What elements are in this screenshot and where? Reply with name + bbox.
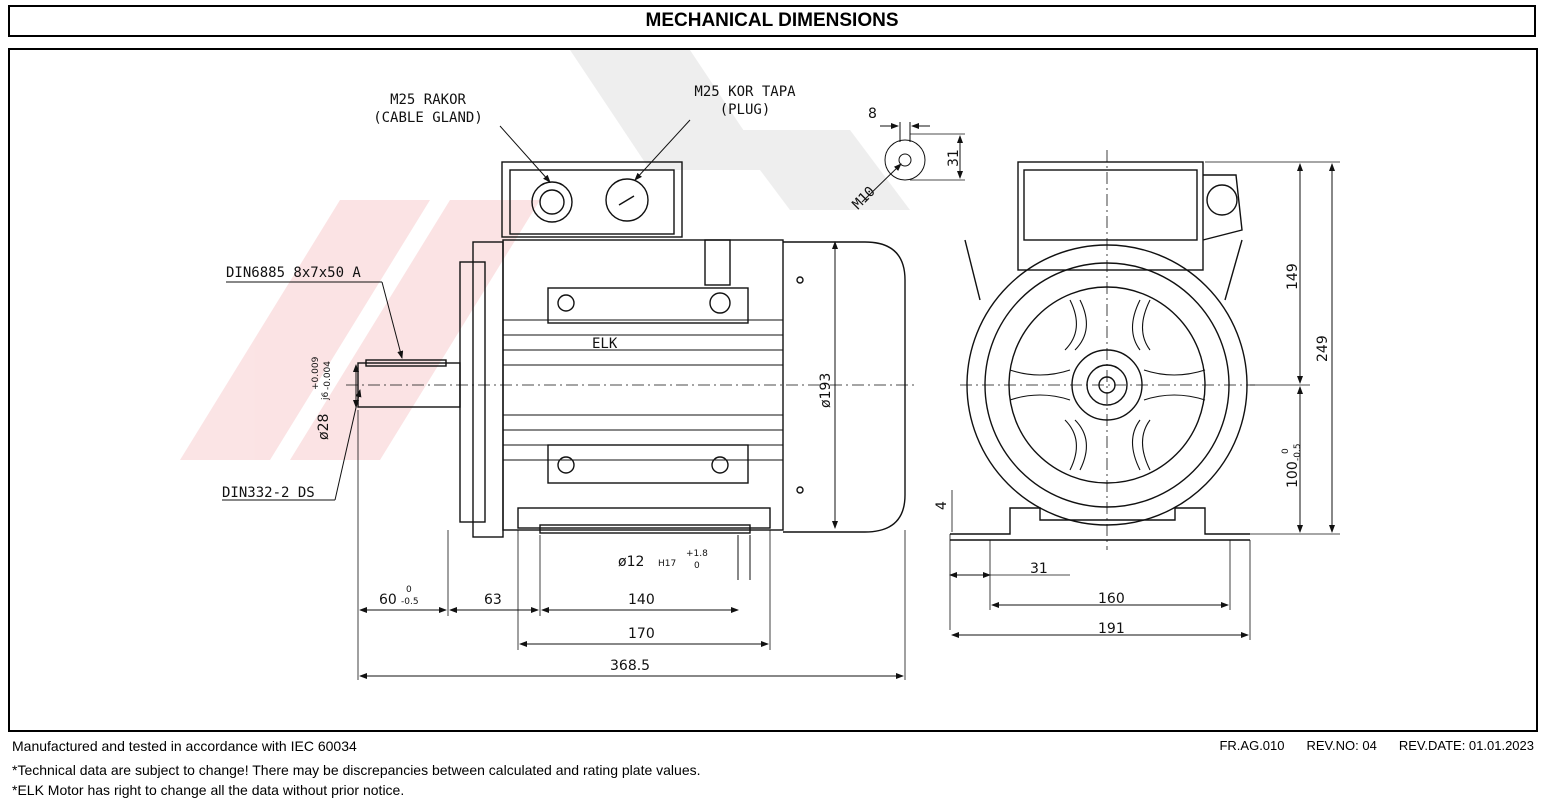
dim-shaft-length-tol-lower: -0.5 [401,597,419,607]
rev-date: REV.DATE: 01.01.2023 [1398,738,1534,753]
svg-text:+1.8: +1.8 [686,549,708,559]
dim-overall-length: 368.5 [610,658,650,674]
dim-foot-width: 191 [1098,621,1125,637]
svg-text:ø12: ø12 [618,554,644,570]
dim-horizontal-side [357,410,906,680]
doc-code: FR.AG.010 [1219,738,1285,753]
dim-thread-side: 31 [946,149,962,167]
dim-shoulder-to-foot: 63 [484,592,502,608]
drawing-frame: ELK M25 RAKOR (CABLE GLAND) M25 KOR TAPA… [8,48,1538,732]
dim-hole-diameter: ø12 H17 +1.8 0 [618,535,751,580]
dim-shaft-length: 60 [379,592,397,608]
dim-thread-top: 8 [868,106,877,122]
page-title: MECHANICAL DIMENSIONS [645,10,899,31]
svg-text:M25 KOR TAPA: M25 KOR TAPA [694,84,796,100]
watermark-logo [180,50,910,460]
svg-text:-0.004: -0.004 [323,361,333,390]
footer-standard: Manufactured and tested in accordance wi… [12,738,357,754]
motor-side-view [346,161,915,538]
svg-text:DIN332-2 DS: DIN332-2 DS [222,485,315,501]
svg-text:ø193: ø193 [818,373,834,408]
callout-cable-gland: M25 RAKOR (CABLE GLAND) [373,92,551,183]
dim-foot-edge: 31 [1030,561,1048,577]
dim-foot-length: 170 [628,626,655,642]
dim-foot-hole-spacing: 140 [628,592,655,608]
mechanical-drawing: ELK M25 RAKOR (CABLE GLAND) M25 KOR TAPA… [180,50,1340,680]
title-bar: MECHANICAL DIMENSIONS [8,5,1536,37]
dim-vertical-front [949,161,1340,640]
dim-shaft-length-tol-upper: 0 [406,585,412,595]
svg-text:(CABLE GLAND): (CABLE GLAND) [373,110,483,126]
motor-front-view [950,150,1255,550]
callout-center-hole: DIN332-2 DS [222,389,362,501]
svg-text:j6: j6 [321,391,331,401]
svg-text:M25 RAKOR: M25 RAKOR [390,92,466,108]
dim-top-height: 149 [1285,263,1301,290]
dim-foot-hole-width: 160 [1098,591,1125,607]
svg-text:+0.009: +0.009 [311,356,321,390]
dim-shaft-height: 100 [1285,461,1301,488]
thread-detail [861,122,965,203]
svg-text:0: 0 [694,561,700,571]
doc-info: FR.AG.010 REV.NO: 04 REV.DATE: 01.01.202… [1219,738,1534,753]
svg-text:H17: H17 [658,559,676,569]
dim-total-height: 249 [1315,335,1331,362]
svg-text:DIN6885 8x7x50 A: DIN6885 8x7x50 A [226,265,361,281]
footer-note-2: *ELK Motor has right to change all the d… [12,782,405,798]
callout-plug: M25 KOR TAPA (PLUG) [634,84,796,181]
callout-key: DIN6885 8x7x50 A [226,265,404,359]
svg-text:ø28: ø28 [316,414,332,440]
svg-text:(PLUG): (PLUG) [720,102,771,118]
dim-shaft-diameter: ø28 j6 +0.009 -0.004 [311,356,359,440]
dim-housing-diameter: ø193 [818,241,838,529]
nameplate-logo: ELK [592,336,618,352]
dim-foot-thickness: 4 [934,501,950,510]
dim-shaft-height-tol-lower: -0.5 [1293,443,1303,461]
rev-no: REV.NO: 04 [1306,738,1377,753]
dim-shaft-height-tol-upper: 0 [1281,448,1291,454]
footer-note-1: *Technical data are subject to change! T… [12,762,701,778]
